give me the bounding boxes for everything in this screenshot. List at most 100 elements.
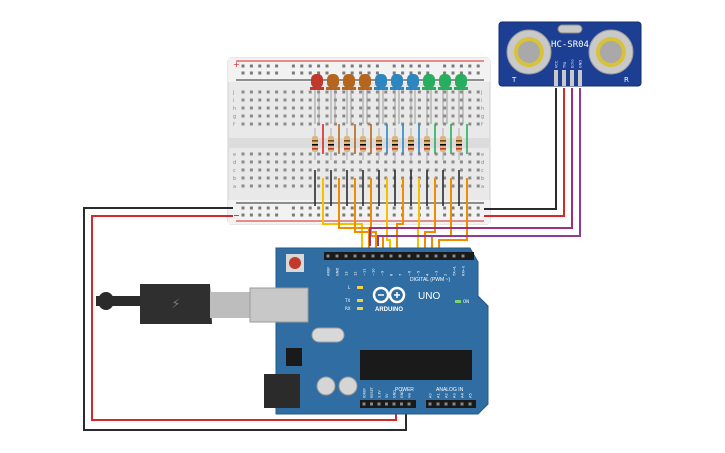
analog-pin-label: A5 <box>469 393 473 398</box>
breadboard-hole <box>317 168 321 172</box>
analog-pin[interactable] <box>460 402 464 406</box>
rail-hole <box>426 64 430 68</box>
led[interactable] <box>439 74 451 88</box>
digital-pin[interactable] <box>425 254 429 258</box>
digital-pin[interactable] <box>335 254 339 258</box>
reset-button[interactable] <box>289 257 301 269</box>
breadboard-hole <box>468 168 472 172</box>
arduino-model: UNO <box>418 291 440 302</box>
sensor-pin[interactable] <box>570 70 574 86</box>
power-pin[interactable] <box>362 402 366 406</box>
digital-pin[interactable] <box>344 254 348 258</box>
breadboard-hole <box>350 122 354 126</box>
digital-pin[interactable] <box>353 254 357 258</box>
analog-pin[interactable] <box>452 402 456 406</box>
led[interactable] <box>327 74 339 88</box>
digital-pin[interactable] <box>380 254 384 258</box>
row-letter: c <box>233 168 236 174</box>
led[interactable] <box>407 74 419 88</box>
voltage-regulator <box>286 348 302 366</box>
sensor-pin-label: VCC <box>555 60 559 68</box>
rail-hole <box>468 206 472 210</box>
digital-pin[interactable] <box>407 254 411 258</box>
resistor-band <box>392 144 398 146</box>
row-letter: i <box>233 98 234 104</box>
digital-pin-label: ~9 <box>381 270 385 276</box>
breadboard-hole <box>300 176 304 180</box>
analog-pin[interactable] <box>436 402 440 406</box>
wire-sensor-vcc[interactable] <box>484 88 565 217</box>
resistor-band <box>328 148 334 150</box>
arduino-power-jack[interactable] <box>264 374 300 408</box>
breadboard-hole <box>417 114 421 118</box>
rail-hole <box>401 64 405 68</box>
digital-pin[interactable] <box>443 254 447 258</box>
digital-pin[interactable] <box>326 254 330 258</box>
digital-pin[interactable] <box>434 254 438 258</box>
arduino-logo <box>372 286 406 304</box>
led[interactable] <box>391 74 403 88</box>
signal-wire[interactable] <box>396 178 404 256</box>
led[interactable] <box>343 74 355 88</box>
breadboard-hole <box>266 152 270 156</box>
breadboard-hole <box>476 168 480 172</box>
digital-pin[interactable] <box>389 254 393 258</box>
power-pin[interactable] <box>400 402 403 406</box>
breadboard-hole <box>333 152 337 156</box>
atmega-chip <box>360 350 472 380</box>
led-rim <box>358 87 372 90</box>
digital-pin[interactable] <box>416 254 420 258</box>
breadboard-hole <box>375 160 379 164</box>
signal-wire[interactable] <box>424 178 436 256</box>
breadboard-hole <box>443 106 447 110</box>
arduino-usb-port[interactable] <box>249 287 309 323</box>
rail-hole <box>258 206 262 210</box>
signal-wire[interactable] <box>417 178 420 256</box>
led[interactable] <box>359 74 371 88</box>
breadboard-hole <box>266 184 270 188</box>
sensor-pin[interactable] <box>578 70 582 86</box>
breadboard-hole <box>300 152 304 156</box>
power-pin[interactable] <box>392 402 396 406</box>
power-pin[interactable] <box>377 402 381 406</box>
power-pin[interactable] <box>407 402 411 406</box>
wire-sensor-trig[interactable] <box>377 88 581 246</box>
digital-pin[interactable] <box>398 254 402 258</box>
rail-hole <box>359 64 363 68</box>
digital-pin[interactable] <box>371 254 375 258</box>
breadboard-hole <box>350 168 354 172</box>
resistor-band <box>376 140 382 142</box>
rail-hole <box>443 64 447 68</box>
signal-wire[interactable] <box>354 178 377 256</box>
led[interactable] <box>455 74 467 88</box>
power-pin[interactable] <box>370 402 373 406</box>
led[interactable] <box>423 74 435 88</box>
wire-gnd-main[interactable] <box>83 207 407 431</box>
analog-pin[interactable] <box>428 402 432 406</box>
sensor-pin[interactable] <box>562 70 566 86</box>
signal-wire[interactable] <box>322 178 363 256</box>
breadboard-hole <box>325 160 329 164</box>
wire-sensor-echo[interactable] <box>369 88 573 246</box>
breadboard-hole <box>468 160 472 164</box>
breadboard-hole <box>451 176 455 180</box>
led[interactable] <box>311 74 323 88</box>
led[interactable] <box>375 74 387 88</box>
breadboard-hole <box>308 106 312 110</box>
analog-pin[interactable] <box>468 402 472 406</box>
resistor-band <box>440 140 446 142</box>
digital-pin[interactable] <box>362 254 366 258</box>
sensor-pin[interactable] <box>554 70 558 86</box>
digital-pin[interactable] <box>461 254 465 258</box>
rail-hole <box>300 64 304 68</box>
power-pin[interactable] <box>385 402 388 406</box>
breadboard-hole <box>325 90 329 94</box>
analog-pin-label: A1 <box>437 393 441 398</box>
wire-sensor-gnd[interactable] <box>484 88 557 210</box>
rail-hole <box>308 64 312 68</box>
breadboard-hole <box>375 106 379 110</box>
breadboard-hole <box>283 106 287 110</box>
digital-pin[interactable] <box>452 254 456 258</box>
rail-hole <box>392 71 396 75</box>
analog-pin[interactable] <box>444 402 448 406</box>
